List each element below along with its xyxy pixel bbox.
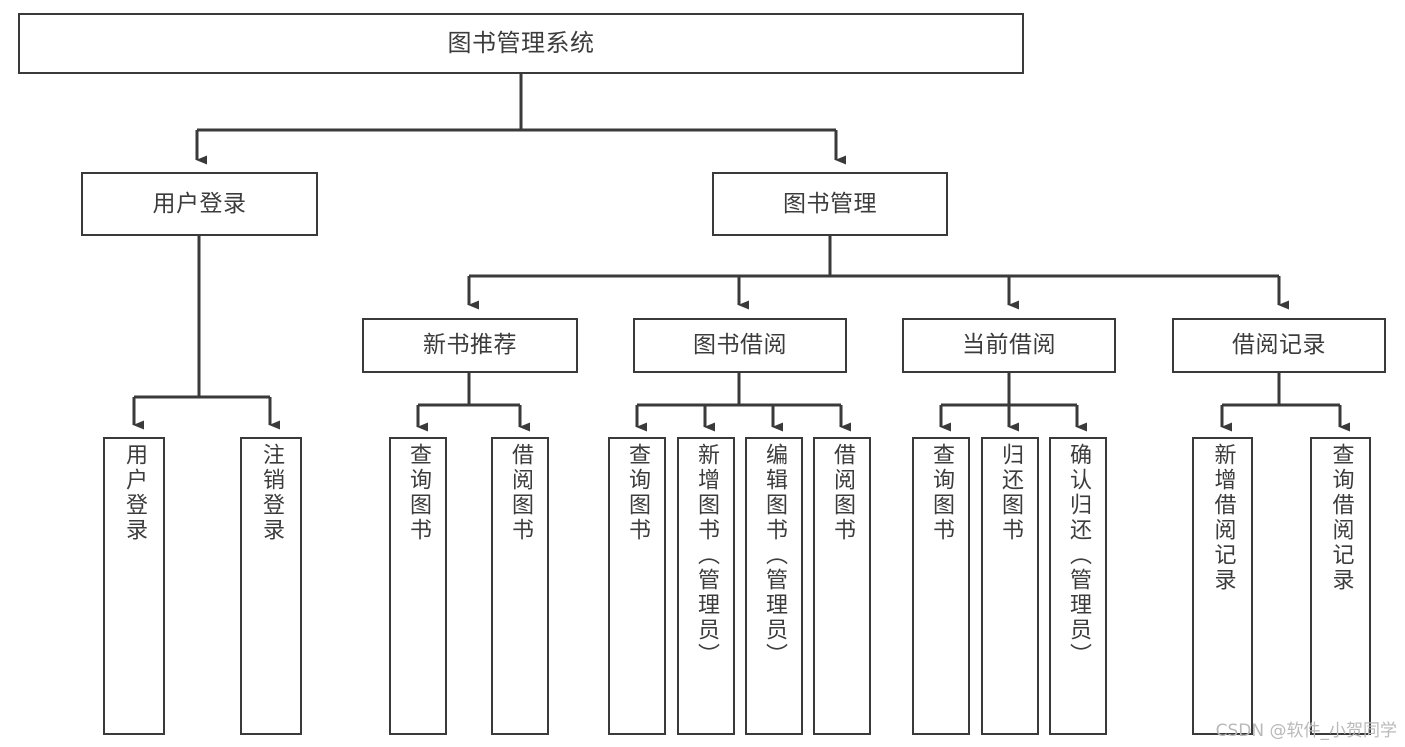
node-label: 借阅图书 xyxy=(508,443,533,543)
node-label: 图书管理 xyxy=(783,190,877,217)
leaf-borrow-add-book-admin[interactable]: 新增图书（管理员） xyxy=(677,437,735,735)
leaf-newbook-borrow-book[interactable]: 借阅图书 xyxy=(491,437,549,735)
leaf-borrow-edit-book-admin[interactable]: 编辑图书（管理员） xyxy=(745,437,803,735)
node-label: 图书管理系统 xyxy=(447,28,595,57)
leaf-current-confirm-return-admin[interactable]: 确认归还（管理员） xyxy=(1049,437,1107,735)
watermark: CSDN @软件_小贺同学 xyxy=(1215,721,1397,741)
node-new-book-recommend[interactable]: 新书推荐 xyxy=(362,318,578,373)
node-label: 查询借阅记录 xyxy=(1328,443,1354,593)
node-current-borrow[interactable]: 当前借阅 xyxy=(902,318,1116,373)
leaf-newbook-query-book[interactable]: 查询图书 xyxy=(389,437,447,735)
node-label: 借阅记录 xyxy=(1232,332,1326,359)
node-label: 查询图书 xyxy=(406,443,431,543)
leaf-record-query-record[interactable]: 查询借阅记录 xyxy=(1310,437,1371,735)
node-label: 借阅图书 xyxy=(830,443,855,543)
node-label: 图书借阅 xyxy=(693,332,787,359)
node-label: 新增图书（管理员） xyxy=(694,443,719,668)
node-label: 注销登录 xyxy=(259,443,284,543)
leaf-logout-login[interactable]: 注销登录 xyxy=(240,437,302,735)
node-borrow-record[interactable]: 借阅记录 xyxy=(1172,318,1386,373)
node-label: 当前借阅 xyxy=(962,332,1056,359)
node-label: 查询图书 xyxy=(929,443,954,543)
leaf-borrow-query-book[interactable]: 查询图书 xyxy=(608,437,666,735)
node-label: 归还图书 xyxy=(998,443,1023,543)
leaf-current-return-book[interactable]: 归还图书 xyxy=(981,437,1039,735)
node-label: 新书推荐 xyxy=(423,332,517,359)
node-user-login[interactable]: 用户登录 xyxy=(81,172,318,236)
leaf-record-add-record[interactable]: 新增借阅记录 xyxy=(1192,437,1253,735)
node-label: 编辑图书（管理员） xyxy=(762,443,787,668)
node-label: 新增借阅记录 xyxy=(1210,443,1236,593)
node-book-management[interactable]: 图书管理 xyxy=(712,172,948,236)
leaf-current-query-book[interactable]: 查询图书 xyxy=(912,437,970,735)
leaf-user-login[interactable]: 用户登录 xyxy=(103,437,165,735)
node-label: 确认归还（管理员） xyxy=(1066,443,1091,668)
node-label: 用户登录 xyxy=(122,443,147,543)
node-book-borrow[interactable]: 图书借阅 xyxy=(633,318,847,373)
node-label: 用户登录 xyxy=(152,190,247,217)
leaf-borrow-borrow-book[interactable]: 借阅图书 xyxy=(813,437,871,735)
node-label: 查询图书 xyxy=(625,443,650,543)
node-root-system[interactable]: 图书管理系统 xyxy=(18,13,1024,74)
